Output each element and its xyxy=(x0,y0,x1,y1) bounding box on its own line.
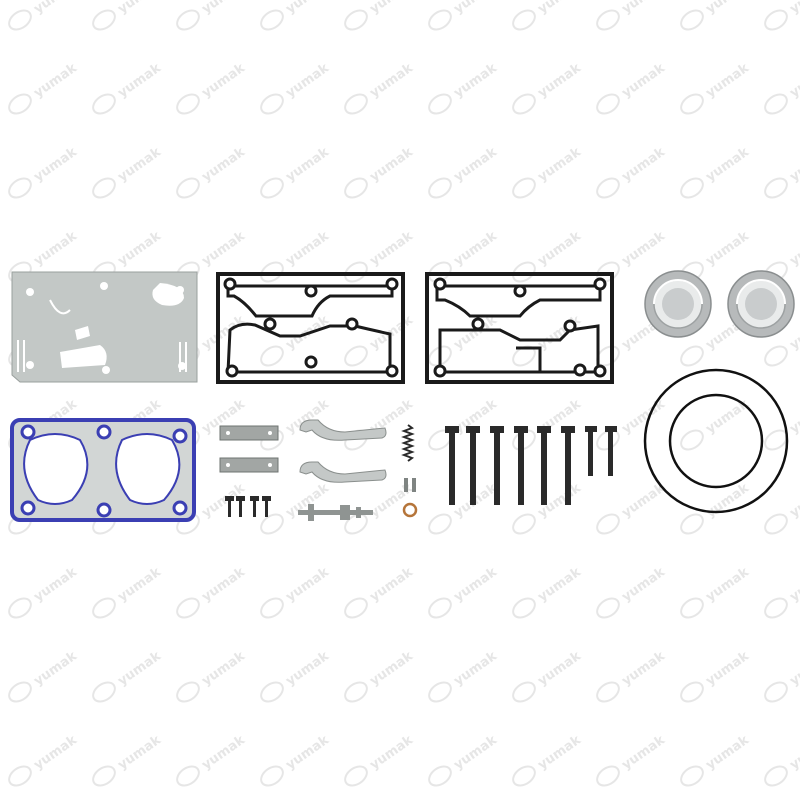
o-ring-large xyxy=(643,368,789,514)
cylinder-head-gasket-right xyxy=(425,272,614,384)
valve-cap-left xyxy=(644,270,712,338)
head-gasket-blue xyxy=(10,418,196,522)
valve-spring-upper xyxy=(299,419,387,441)
unloader-pin xyxy=(298,504,373,521)
pins-pair xyxy=(404,478,416,492)
valve-cap-right xyxy=(727,270,795,338)
valve-spring-lower xyxy=(299,461,387,483)
reed-plate-lower xyxy=(219,457,279,473)
spring xyxy=(401,424,415,462)
o-ring-small xyxy=(668,393,764,489)
long-bolts xyxy=(445,426,617,505)
valve-plate-gasket xyxy=(11,271,198,383)
cylinder-head-gasket-left xyxy=(216,272,405,384)
copper-washer xyxy=(402,502,418,518)
small-screws xyxy=(225,496,271,517)
reed-plate-upper xyxy=(219,425,279,441)
